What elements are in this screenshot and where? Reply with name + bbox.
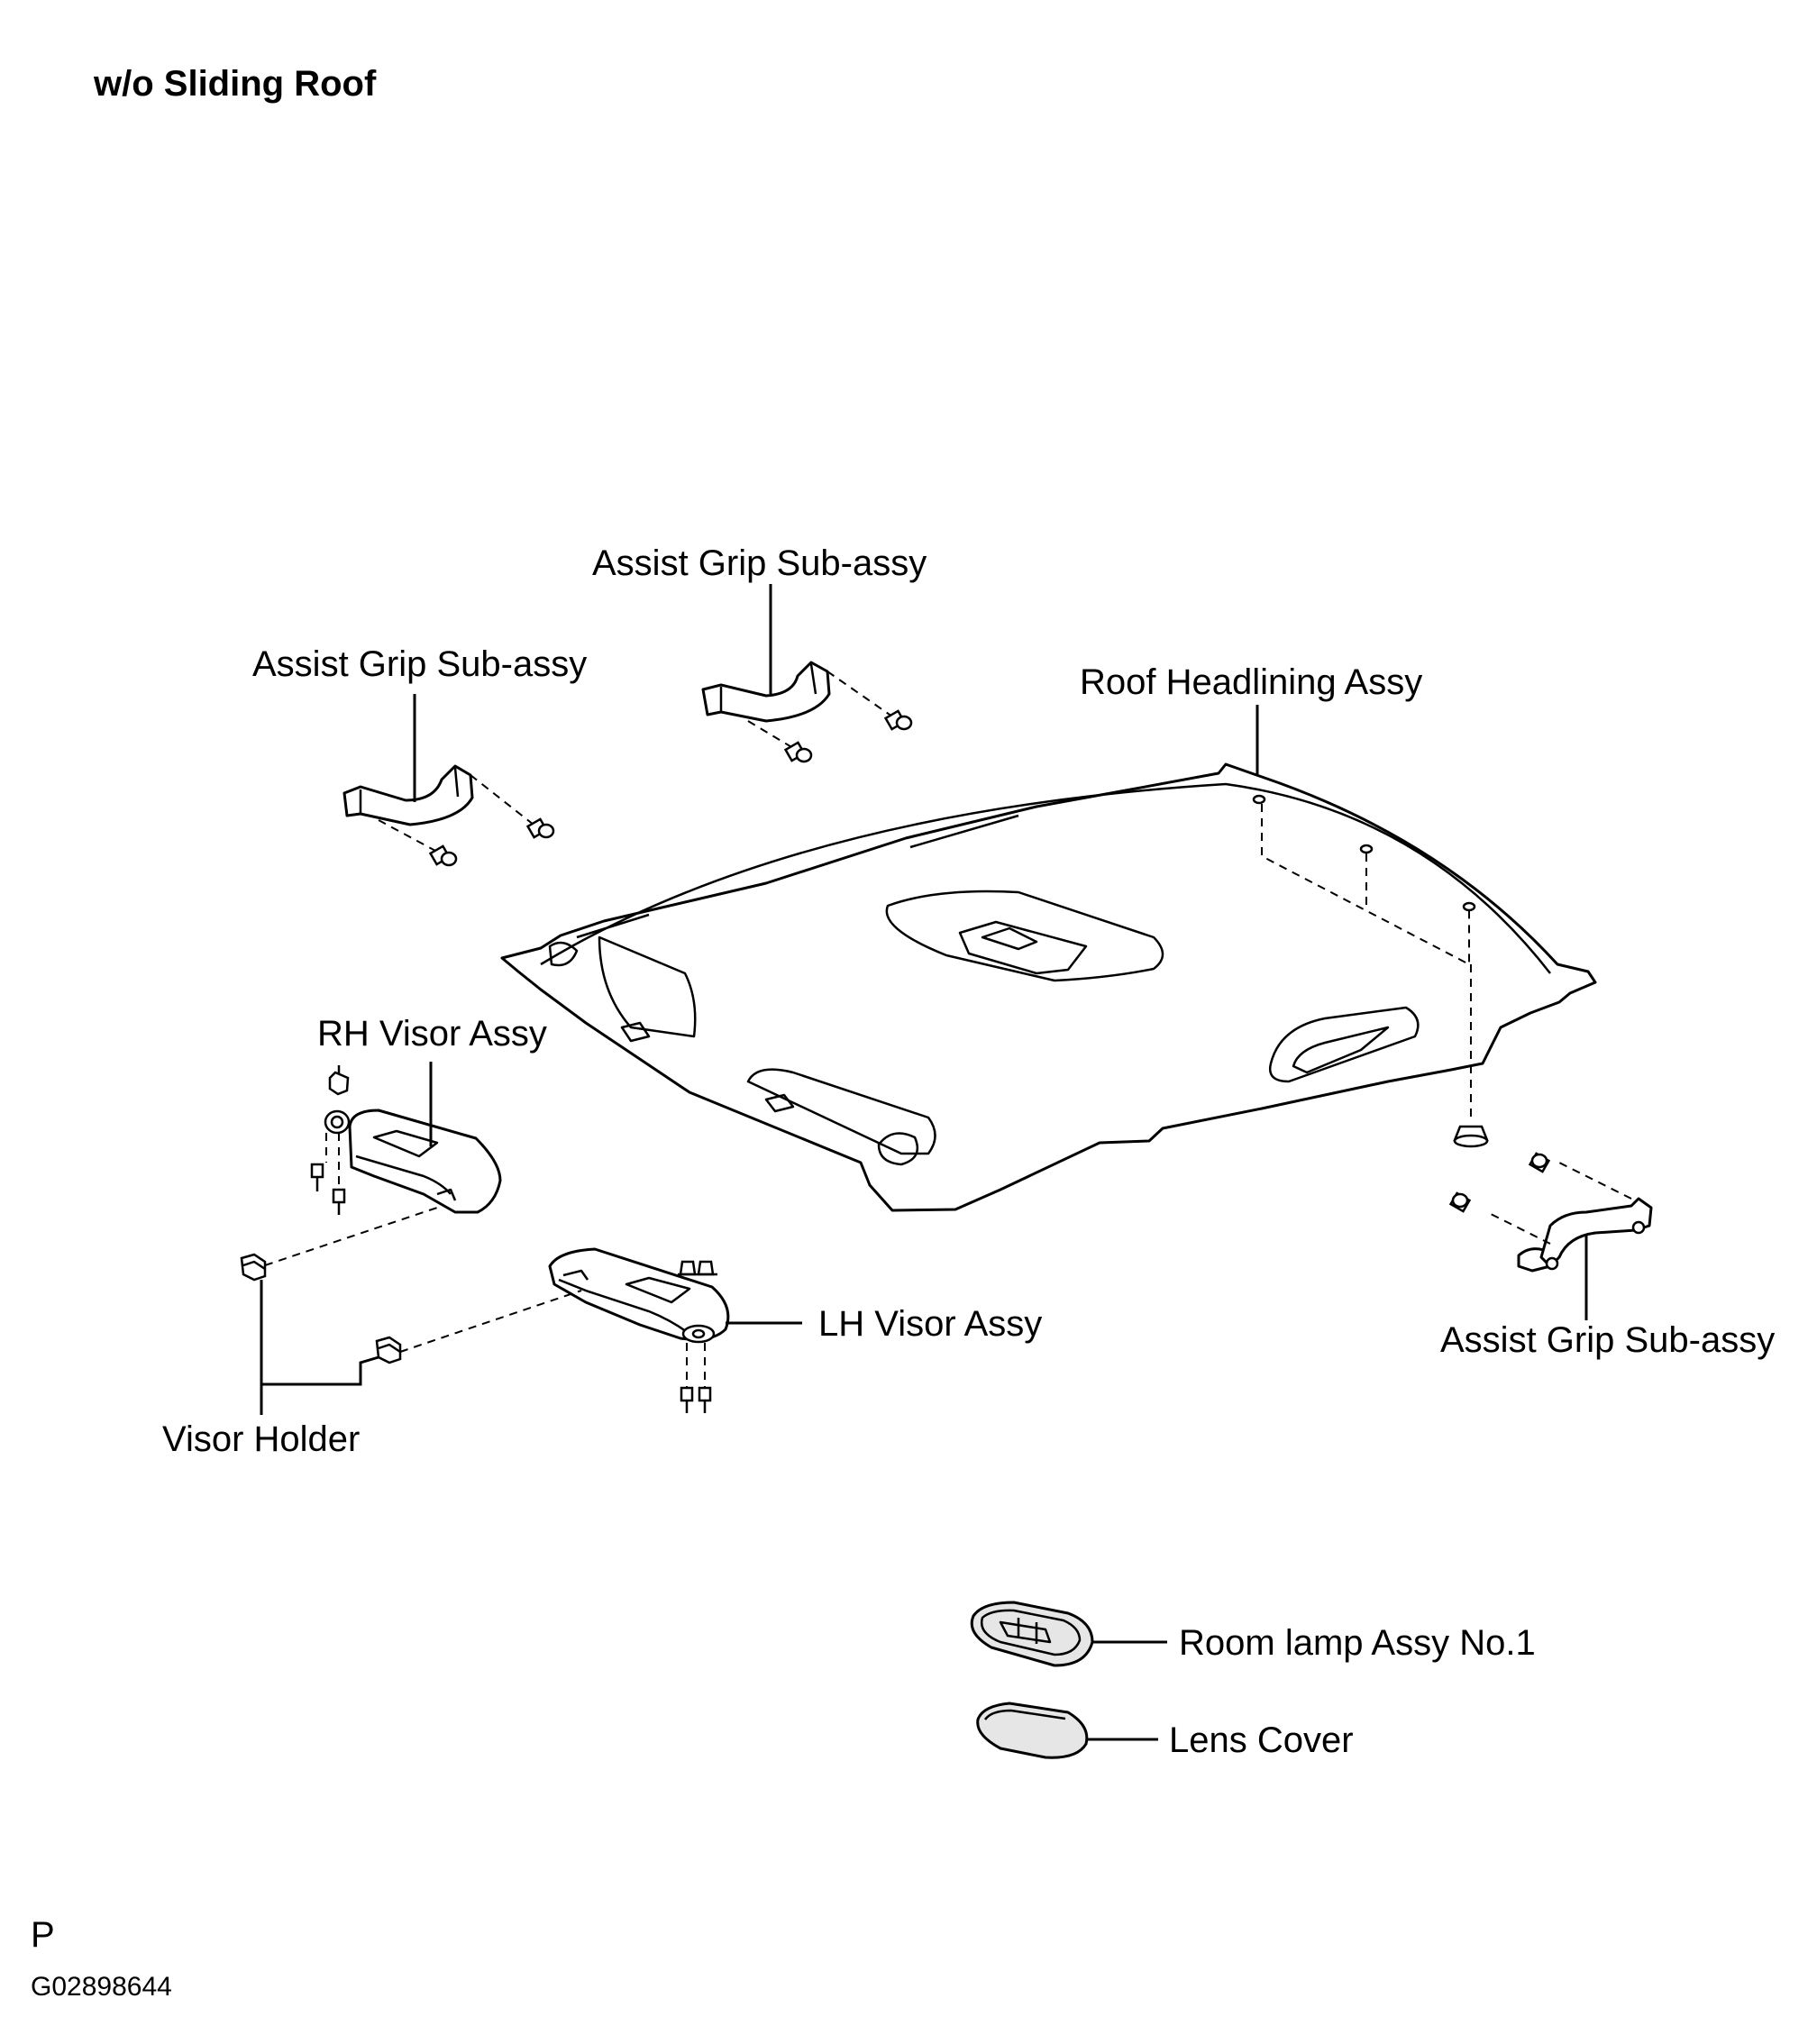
screw-icon	[428, 844, 458, 867]
roof-headlining-drawing	[500, 762, 1597, 1212]
assist-grip-top-drawing	[701, 661, 831, 723]
label-lh-visor: LH Visor Assy	[818, 1304, 1042, 1344]
rh-visor-drawing	[324, 1109, 502, 1214]
figure-code: G02898644	[31, 1972, 172, 2002]
visor-holder-upper-drawing	[240, 1253, 267, 1282]
clip-icon	[1453, 1125, 1489, 1148]
label-assist-grip-left: Assist Grip Sub-assy	[252, 644, 587, 684]
screw-icon	[680, 1386, 694, 1413]
label-lens-cover: Lens Cover	[1169, 1720, 1354, 1760]
lens-cover-drawing	[976, 1702, 1089, 1759]
screw-icon	[1448, 1191, 1472, 1213]
label-visor-holder: Visor Holder	[162, 1419, 360, 1459]
label-assist-grip-right: Assist Grip Sub-assy	[1440, 1320, 1775, 1360]
lh-visor-drawing	[548, 1247, 730, 1344]
room-lamp-drawing	[970, 1601, 1094, 1667]
assist-grip-right-drawing	[1517, 1197, 1653, 1273]
diagram-title: w/o Sliding Roof	[93, 64, 377, 104]
screw-icon	[1528, 1152, 1551, 1173]
screw-icon	[310, 1163, 324, 1191]
label-assist-grip-top: Assist Grip Sub-assy	[592, 543, 927, 583]
screw-icon	[883, 709, 913, 731]
label-room-lamp: Room lamp Assy No.1	[1179, 1623, 1536, 1663]
page-marker: P	[31, 1915, 55, 1955]
visor-nuts-icon	[678, 1260, 717, 1276]
screw-icon	[525, 817, 555, 839]
visor-holder-lower-drawing	[375, 1336, 402, 1364]
label-roof-headlining: Roof Headlining Assy	[1080, 662, 1422, 702]
assist-grip-left-drawing	[342, 764, 474, 826]
screw-icon	[332, 1188, 346, 1215]
label-rh-visor: RH Visor Assy	[317, 1014, 547, 1054]
visor-clip-icon	[328, 1065, 350, 1096]
screw-icon	[783, 741, 813, 763]
leader-visor-holder	[260, 1280, 379, 1386]
screw-icon	[698, 1386, 712, 1413]
